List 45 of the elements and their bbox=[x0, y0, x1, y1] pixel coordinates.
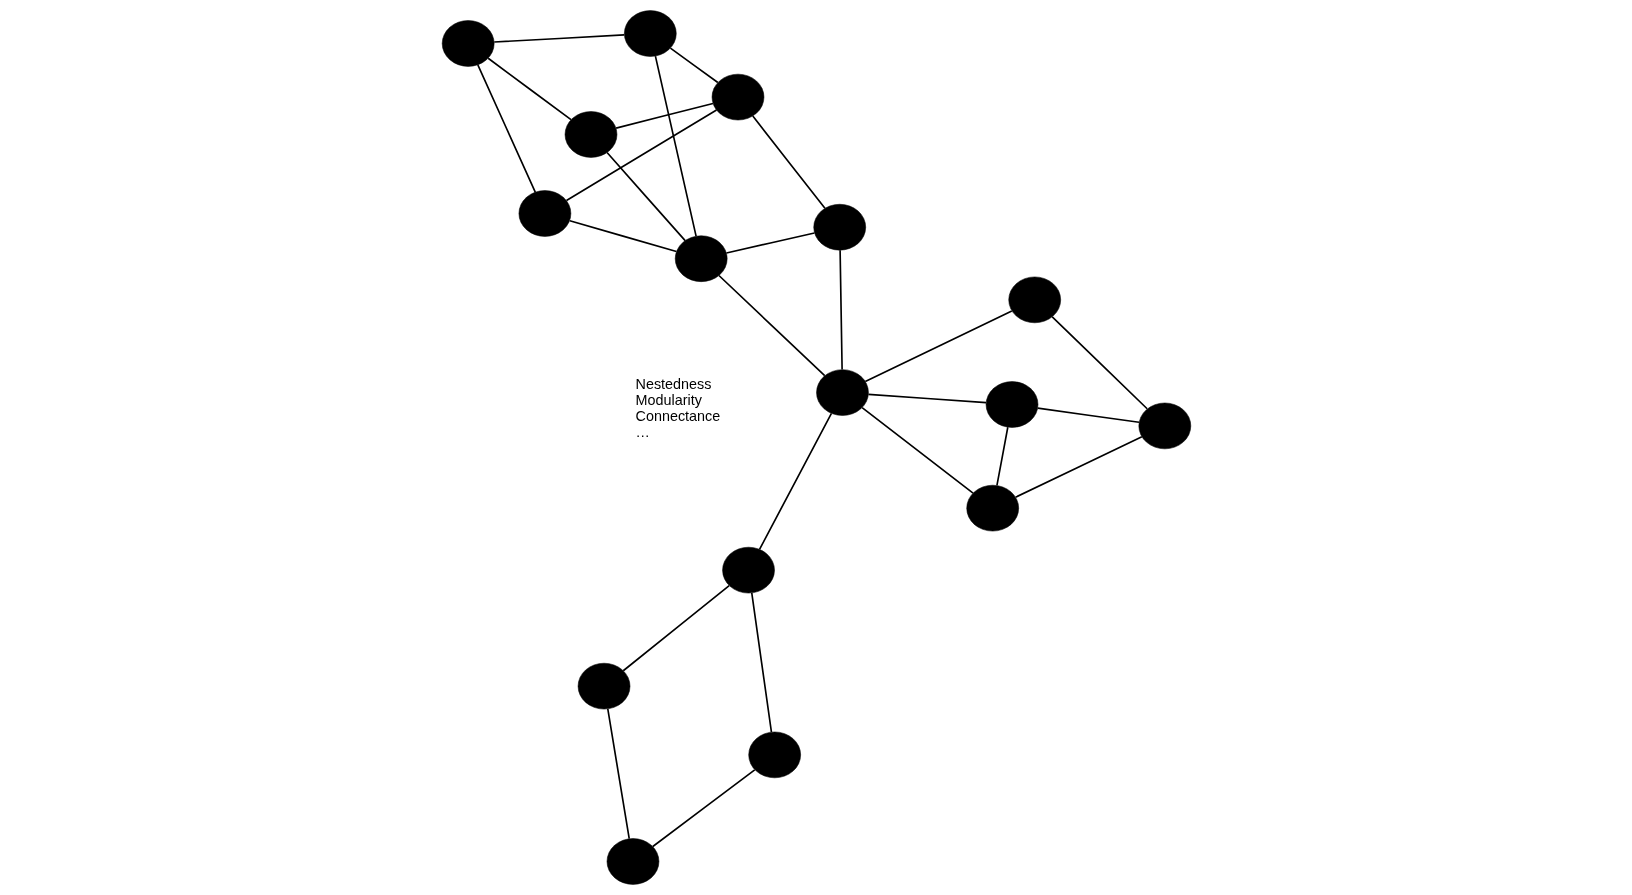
node-circle bbox=[577, 662, 630, 710]
connector bbox=[1014, 436, 1143, 499]
connector bbox=[568, 219, 677, 253]
node-circle bbox=[747, 731, 801, 779]
connector bbox=[863, 310, 1013, 383]
connector bbox=[606, 708, 630, 840]
node-circle bbox=[674, 235, 727, 282]
node-circle bbox=[1007, 276, 1061, 324]
node-circle bbox=[606, 838, 659, 885]
connector bbox=[605, 151, 686, 242]
connector bbox=[725, 232, 815, 254]
connector bbox=[867, 393, 987, 404]
connector bbox=[614, 102, 714, 129]
node-circle bbox=[623, 10, 677, 57]
node-circle bbox=[564, 111, 617, 158]
connector bbox=[860, 406, 974, 494]
connector bbox=[751, 115, 826, 210]
node-circle bbox=[1138, 402, 1191, 450]
connector bbox=[621, 584, 730, 672]
connector bbox=[838, 249, 843, 371]
node-circle bbox=[711, 73, 764, 121]
node-circle bbox=[985, 381, 1038, 428]
label: Connectance bbox=[635, 407, 720, 424]
connector bbox=[565, 109, 717, 202]
node-circle bbox=[721, 546, 775, 594]
node-circle bbox=[441, 20, 494, 67]
node-circle bbox=[812, 204, 866, 251]
connector bbox=[1050, 316, 1148, 410]
label: Modularity bbox=[635, 391, 702, 408]
connector bbox=[486, 57, 572, 121]
node-circle bbox=[518, 190, 571, 237]
connector bbox=[654, 55, 697, 237]
label: … bbox=[635, 423, 650, 440]
connector bbox=[758, 412, 832, 551]
connector bbox=[1036, 407, 1140, 424]
connector bbox=[669, 47, 719, 84]
connector bbox=[717, 274, 826, 377]
node-circle bbox=[965, 484, 1019, 532]
label: Nestedness bbox=[635, 375, 711, 392]
connector bbox=[476, 64, 536, 193]
connector bbox=[492, 34, 625, 43]
connector bbox=[995, 426, 1009, 487]
node-circle bbox=[815, 369, 869, 416]
connector bbox=[651, 769, 756, 848]
connector bbox=[750, 592, 772, 733]
